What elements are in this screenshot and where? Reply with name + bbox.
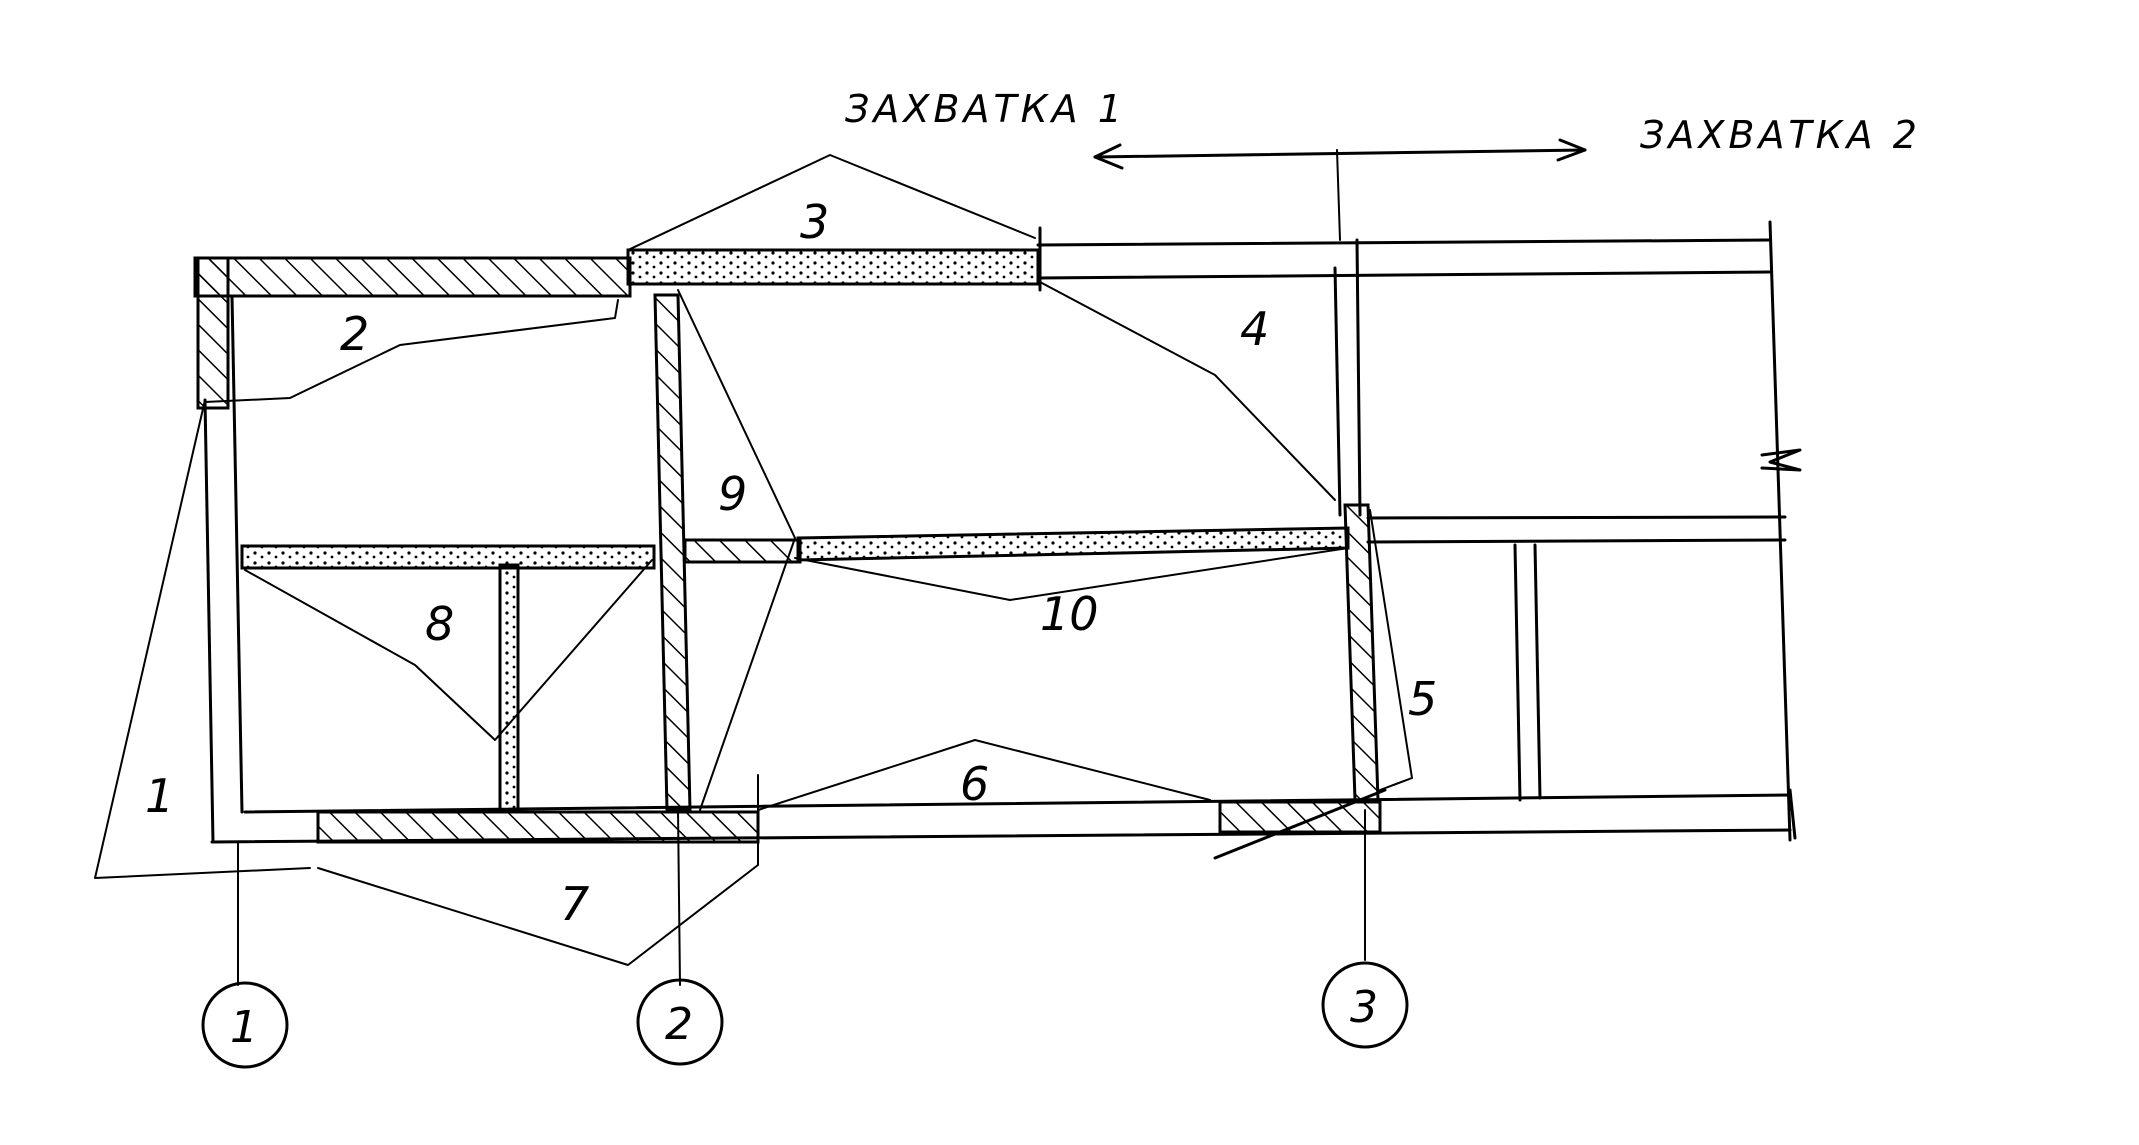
axis-label-2: 2: [665, 999, 693, 1050]
intermediate-floor: [240, 515, 1787, 570]
roof-slab: [193, 226, 1772, 298]
left-wall: [196, 256, 244, 844]
ground-floor-slab: [210, 788, 1797, 860]
middle-wall: [653, 293, 692, 812]
dimension-line: [1760, 220, 1802, 842]
partition-column: [498, 563, 520, 812]
axis-marker-3: 3: [1321, 961, 1409, 1049]
axis-label-1: 1: [230, 1002, 258, 1053]
callout-1: 1: [145, 769, 174, 823]
zone-1-label: ЗАХВАТКА 1: [845, 87, 1126, 131]
zone-2-label: ЗАХВАТКА 2: [1640, 113, 1921, 157]
right-wall: [1333, 238, 1380, 802]
callout-4: 4: [1240, 302, 1269, 356]
zone-boundary-arrow: [1093, 138, 1587, 241]
callout-6: 6: [960, 757, 989, 811]
callout-7: 7: [560, 877, 589, 931]
callout-8: 8: [425, 597, 454, 651]
axis-marker-1: 1: [201, 981, 289, 1069]
callout-3: 3: [800, 195, 829, 249]
axis-marker-2: 2: [636, 978, 724, 1066]
zone-2-column: [1513, 543, 1542, 802]
callout-5: 5: [1408, 672, 1437, 726]
callout-10: 10: [1040, 587, 1099, 641]
axis-lines: [237, 809, 1366, 986]
callout-2: 2: [340, 307, 369, 361]
axis-label-3: 3: [1350, 982, 1378, 1033]
callout-9: 9: [718, 467, 747, 521]
